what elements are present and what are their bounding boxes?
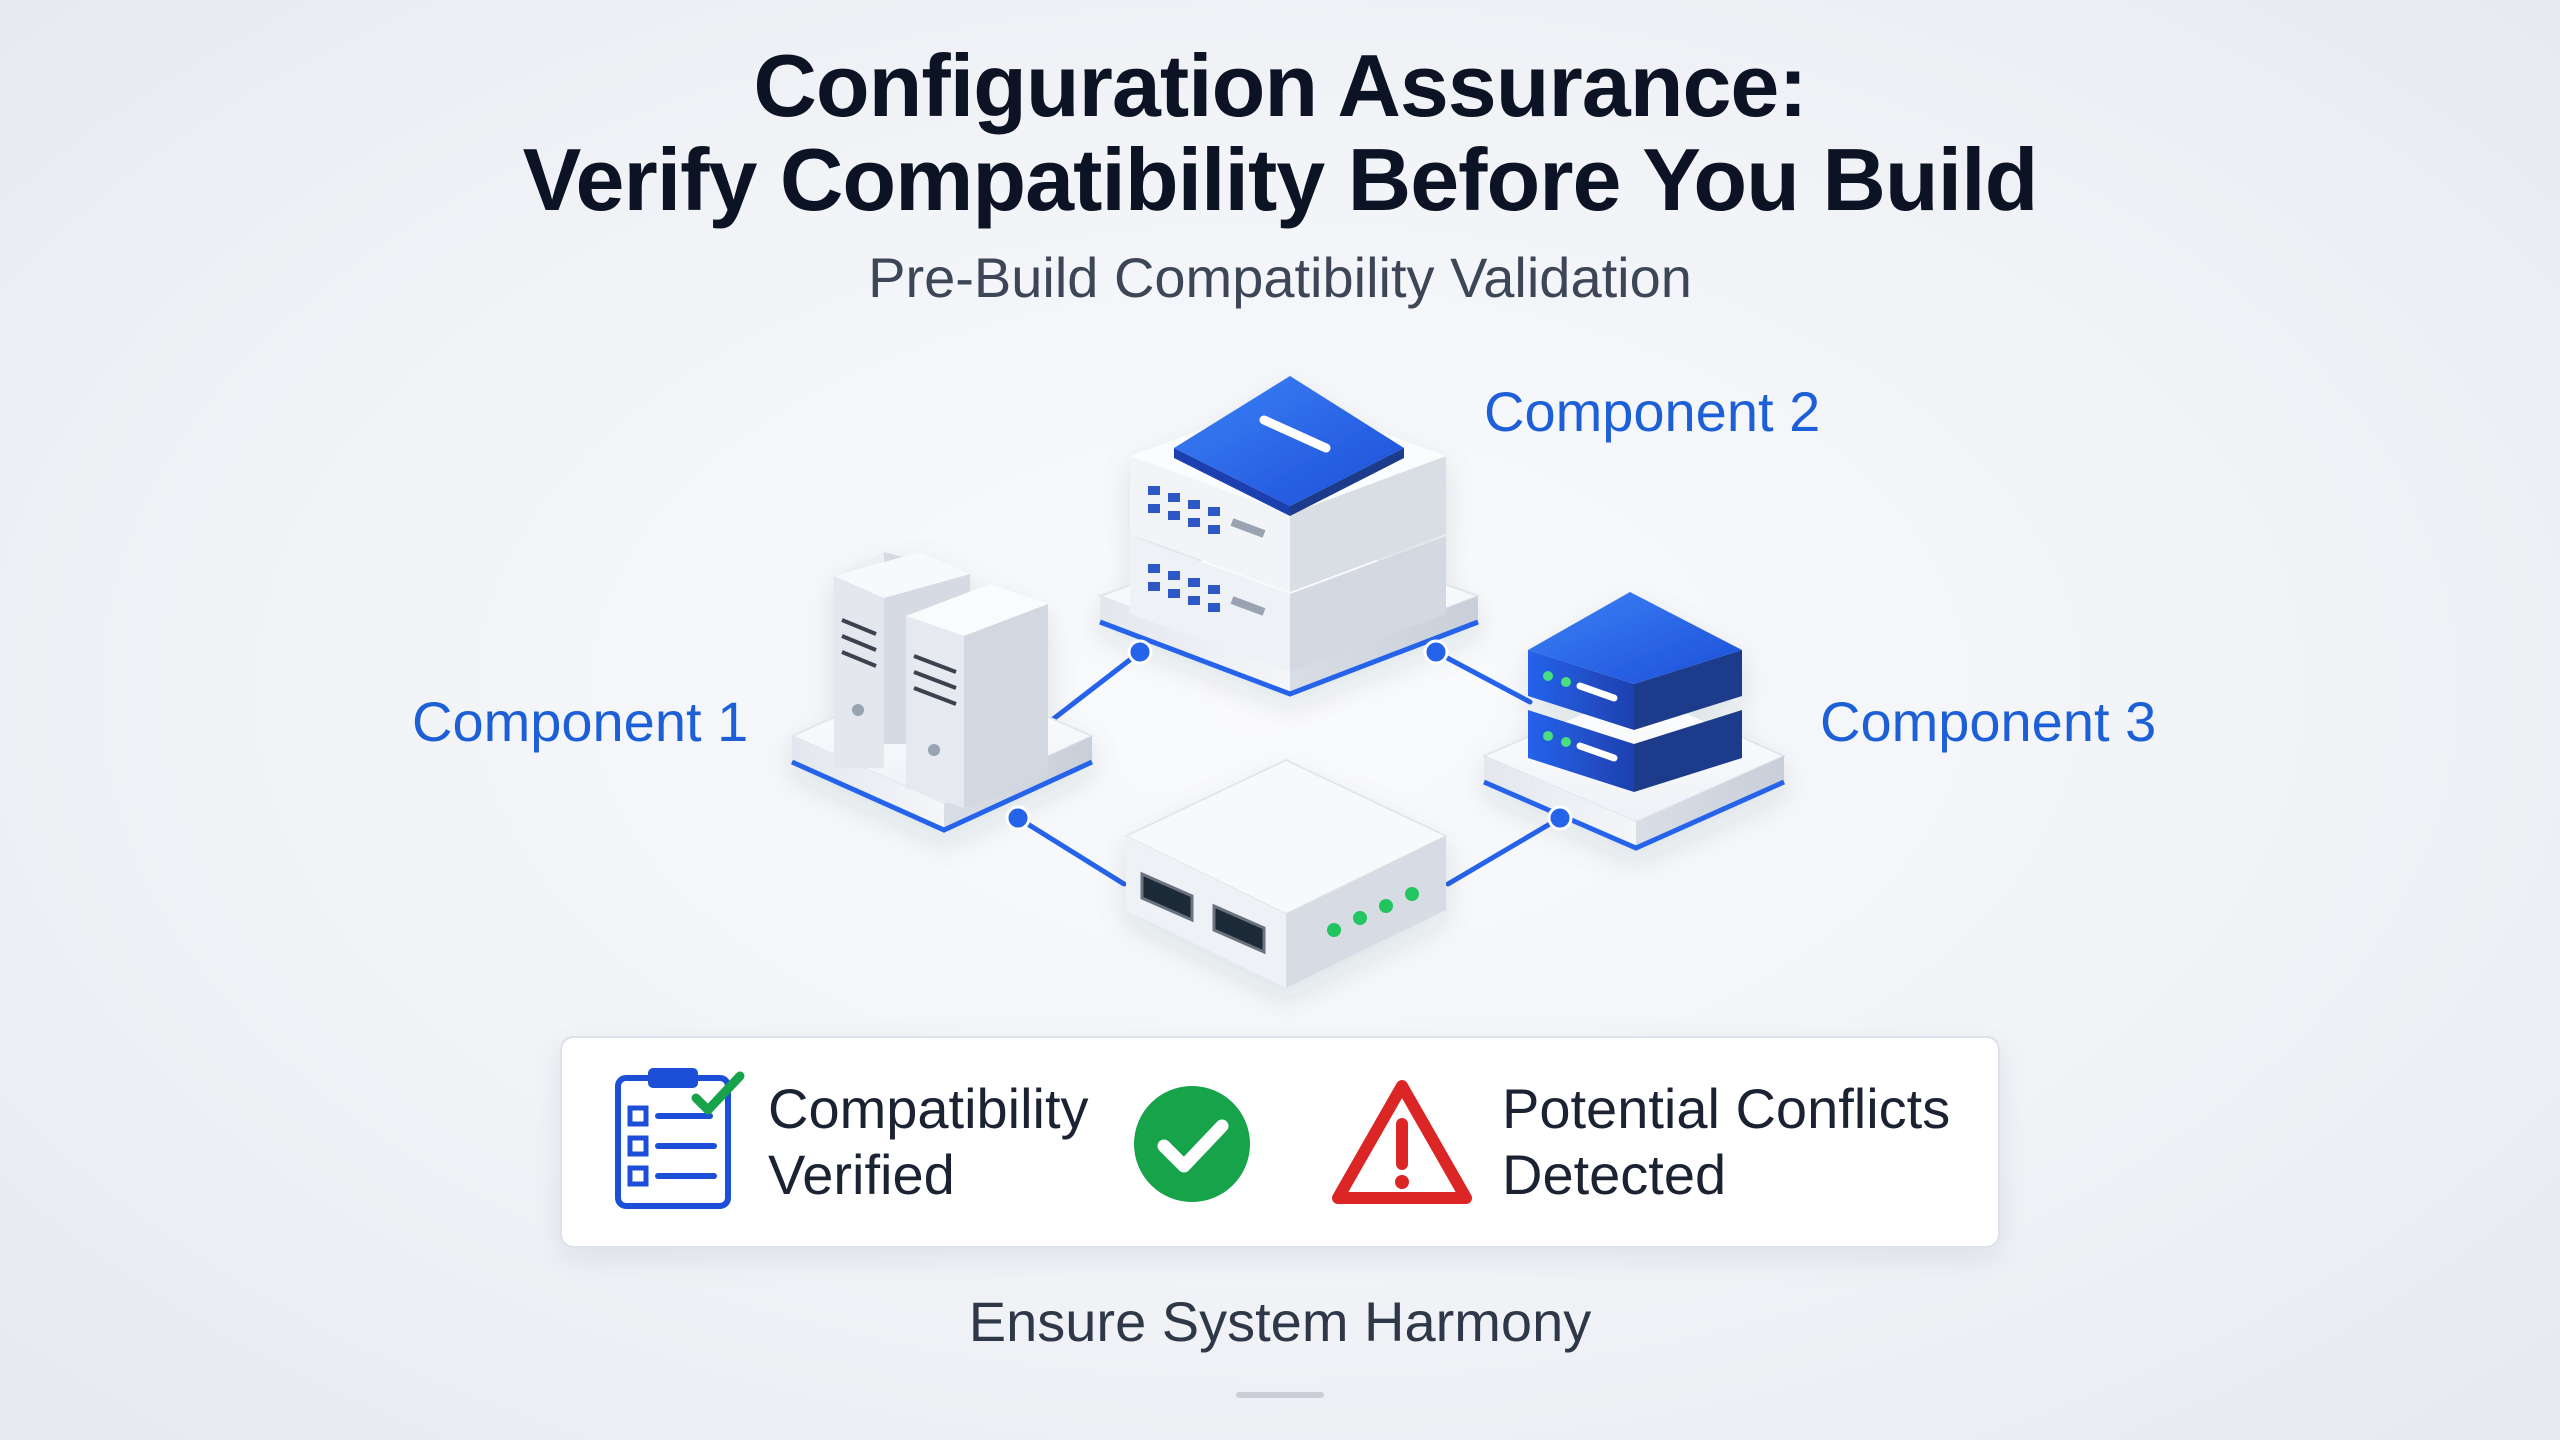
potential-conflicts-text: Potential Conflicts Detected <box>1502 1076 1950 1208</box>
compatibility-verified-text: Compatibility Verified <box>768 1076 1089 1208</box>
hub-led-4 <box>1405 887 1419 901</box>
link-hub-c3 <box>1445 815 1563 887</box>
checklist-icon <box>615 1068 745 1209</box>
hub-port-2 <box>1212 903 1266 955</box>
link-c1-c2 <box>1049 649 1143 723</box>
connection-lines <box>1015 649 1563 887</box>
node-c1-c2 <box>1127 639 1153 665</box>
hub-port-1 <box>1140 871 1194 923</box>
connection-nodes <box>1005 639 1573 831</box>
verified-line-2: Verified <box>768 1143 955 1206</box>
page-subtitle: Pre-Build Compatibility Validation <box>868 246 1692 309</box>
hub-led-2 <box>1353 911 1367 925</box>
link-c2-c3 <box>1433 649 1533 705</box>
warning-triangle-icon <box>1332 1080 1472 1204</box>
page-title-line-2: Verify Compatibility Before You Build <box>522 130 2039 229</box>
hub-led-1 <box>1327 923 1341 937</box>
conflicts-line-1: Potential Conflicts <box>1502 1077 1951 1140</box>
link-c1-hub <box>1015 815 1127 887</box>
status-card: Compatibility Verified Potential Conflic… <box>560 1036 2000 1248</box>
check-circle-icon <box>1134 1086 1250 1202</box>
network-hub-icon <box>1123 758 1449 988</box>
footer-divider <box>1236 1392 1324 1398</box>
storage-drive-icon <box>1481 592 1787 851</box>
page-title-line-1: Configuration Assurance: <box>753 36 1807 135</box>
footer-tagline: Ensure System Harmony <box>968 1290 1592 1353</box>
hub-led-3 <box>1379 899 1393 913</box>
component-2-label: Component 2 <box>1484 380 1821 443</box>
node-c2-c3 <box>1423 639 1449 665</box>
node-hub-c3 <box>1547 805 1573 831</box>
conflicts-line-2: Detected <box>1502 1143 1727 1206</box>
rack-server-icon <box>1097 376 1481 697</box>
tower-server-icon <box>789 552 1095 833</box>
node-c1-hub <box>1005 805 1031 831</box>
component-1-label: Component 1 <box>412 690 749 753</box>
component-3-label: Component 3 <box>1820 690 2157 753</box>
verified-line-1: Compatibility <box>768 1077 1089 1140</box>
